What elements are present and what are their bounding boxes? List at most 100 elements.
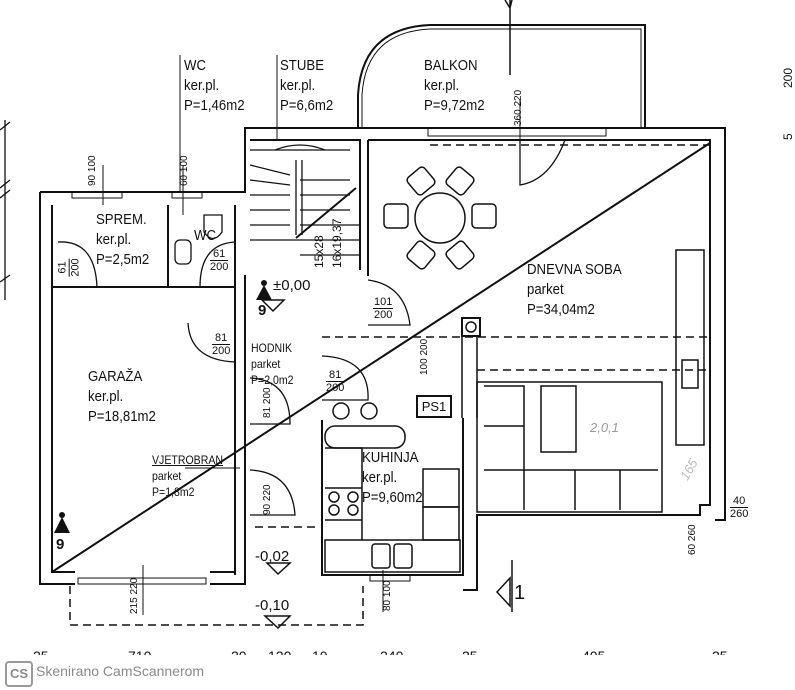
balcony-outline <box>357 24 646 128</box>
opening-hodnik-door-1: 81 200 <box>262 387 273 418</box>
room-floor: parket <box>251 357 281 371</box>
room-name: VJETROBRAN <box>152 453 224 467</box>
room-label-kuhinja: KUHINJA ker.pl. P=9,60m2 <box>362 448 423 508</box>
room-floor: ker.pl. <box>362 469 398 486</box>
kitchen-window <box>369 574 411 582</box>
wc-door-swing <box>199 241 236 288</box>
opening-kitchen-window: 80 100 <box>382 580 393 611</box>
stairs-wall <box>250 139 369 276</box>
room-area: P=2,5m2 <box>96 251 150 268</box>
wc-window <box>171 191 203 199</box>
room-area: P=1,46m2 <box>184 97 245 114</box>
room-label-hodnik: HODNIK parket P=2,0m2 <box>251 340 294 388</box>
chimney <box>461 317 481 337</box>
dim-bottom: 25 <box>462 645 478 655</box>
garaza-door-swing <box>187 322 236 363</box>
opening-wc-window: 60 100 <box>179 155 190 186</box>
balkon-door-swing <box>519 139 566 186</box>
view-marker-number: 9 <box>56 536 65 553</box>
room-name: KUHINJA <box>362 449 419 466</box>
scanner-footer <box>0 655 795 690</box>
hodnik-door-1-swing <box>249 377 291 425</box>
dim-bottom: 405 <box>582 645 605 655</box>
room-name: WC <box>184 57 206 74</box>
handwritten-note: 2,0,1 <box>590 420 619 435</box>
room-name: SPREM. <box>96 211 147 228</box>
dim-bottom: 20 <box>231 645 247 655</box>
room-area: P=9,60m2 <box>362 489 423 506</box>
dim-bottom: 240 <box>380 645 403 655</box>
dim-bottom: 25 <box>33 645 49 655</box>
room-label-vjetrobran: VJETROBRAN parket P=1,8m2 <box>152 452 223 500</box>
room-label-sprem: SPREM. ker.pl. P=2,5m2 <box>96 210 149 270</box>
dining-table <box>414 192 466 244</box>
level-entry: -0,02 <box>255 548 290 565</box>
room-area: P=1,8m2 <box>152 485 195 499</box>
room-floor: parket <box>527 281 564 298</box>
section-marker-label: 1 <box>514 582 526 604</box>
room-floor: ker.pl. <box>88 388 124 405</box>
room-floor: ker.pl. <box>96 231 132 248</box>
dim-right: 5 <box>781 133 795 140</box>
balkon-door-frame <box>427 127 607 137</box>
living-wall <box>368 139 711 591</box>
sofa <box>476 381 663 513</box>
section-marker-top <box>504 0 513 75</box>
room-label-wc: WC ker.pl. P=1,46m2 <box>184 56 245 116</box>
stube-door-swing <box>367 279 411 326</box>
hodnik-door-2-swing <box>321 355 369 401</box>
garage-door-frame <box>77 577 207 585</box>
room-area: P=34,04m2 <box>527 301 595 318</box>
sprem-window <box>71 191 123 199</box>
opening-balkon-door: 360 220 <box>513 89 524 126</box>
stair-tread-2: 16x19,37 <box>330 218 344 268</box>
stair-tread-1: 15x28 <box>312 235 326 268</box>
section-marker-bottom <box>495 560 513 612</box>
scanner-watermark-text: Skenirano CamScannerom <box>36 663 205 679</box>
camscanner-logo-icon: CS <box>5 661 33 687</box>
level-main: ±0,00 <box>273 277 311 294</box>
tv-unit <box>675 249 705 446</box>
opening-entry-door: 90 220 <box>262 484 273 515</box>
room-name: GARAŽA <box>88 368 143 385</box>
room-name: DNEVNA SOBA <box>527 261 622 278</box>
room-floor: ker.pl. <box>280 77 316 94</box>
sprem-door-swing <box>57 241 98 288</box>
room-area: P=6,6m2 <box>280 97 334 114</box>
opening-kuhinja-pass: 100 200 <box>419 338 430 375</box>
room-floor: ker.pl. <box>424 77 460 94</box>
room-area: P=9,72m2 <box>424 97 485 114</box>
room-label-stube: STUBE ker.pl. P=6,6m2 <box>280 56 333 116</box>
level-outside: -0,10 <box>255 597 290 614</box>
room-label-balkon: BALKON ker.pl. P=9,72m2 <box>424 56 485 116</box>
room-floor: ker.pl. <box>184 77 220 94</box>
hodnik-walls <box>234 205 246 575</box>
room-label-garaza: GARAŽA ker.pl. P=18,81m2 <box>88 367 156 427</box>
opening-living-window-2: 60 260 <box>687 524 698 555</box>
dim-right: 200 <box>781 67 795 88</box>
room-area: P=2,0m2 <box>251 373 294 387</box>
dim-bottom: 25 <box>712 645 728 655</box>
coffee-table <box>540 385 577 453</box>
opening-sprem-window: 90 100 <box>87 155 98 186</box>
ps1-marker: PS1 <box>416 395 452 418</box>
dim-bottom: 10 <box>312 645 328 655</box>
entry-door-swing <box>249 469 296 516</box>
room-name: BALKON <box>424 57 478 74</box>
dim-bottom: 120 <box>268 645 291 655</box>
wc-fixture-label: WC <box>194 227 216 244</box>
room-label-dnevna-soba: DNEVNA SOBA parket P=34,04m2 <box>527 260 622 320</box>
room-name: STUBE <box>280 57 325 74</box>
dim-bottom: 710 <box>128 645 151 655</box>
opening-garage-door: 215 220 <box>129 577 140 614</box>
view-marker-number: 9 <box>258 302 267 319</box>
room-area: P=18,81m2 <box>88 408 156 425</box>
room-name: HODNIK <box>251 341 293 355</box>
